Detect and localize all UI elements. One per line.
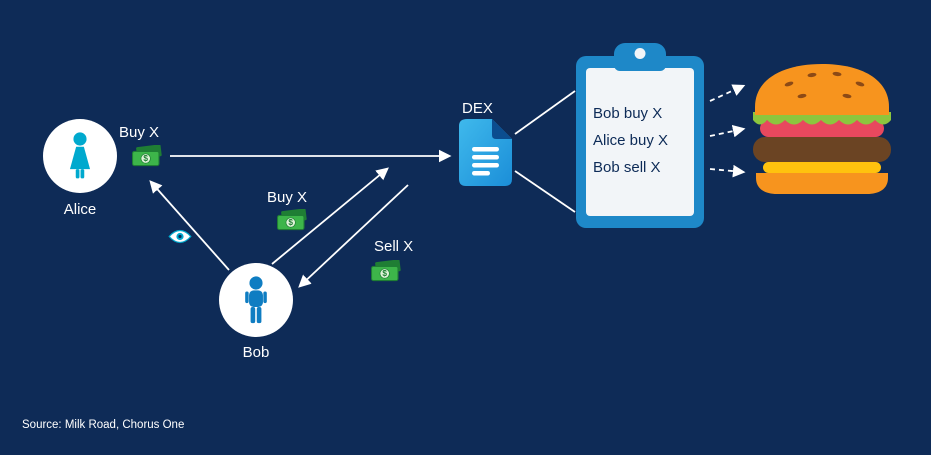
clipboard-clip <box>614 43 666 71</box>
hamburger-icon <box>753 64 891 194</box>
dollar-sign: $ <box>143 154 148 163</box>
dollar-sign: $ <box>382 269 387 278</box>
clipboard-clip-hole <box>634 48 646 59</box>
arrow-bob-watches-alice <box>149 180 230 271</box>
clipboard-entries: Bob buy X Alice buy X Bob sell X <box>593 100 668 181</box>
dashed-arrow-entry-3-to-sandwich <box>709 164 746 178</box>
dex-document-icon <box>459 119 512 186</box>
line-dex-to-clipboard-bottom <box>514 170 576 213</box>
dashed-arrow-entry-1-to-sandwich <box>709 84 746 102</box>
alice-avatar <box>43 119 117 193</box>
alice-label: Alice <box>63 201 97 218</box>
source-attribution: Source: Milk Road, Chorus One <box>22 419 185 431</box>
dollar-sign: $ <box>288 218 293 227</box>
bob-label: Bob <box>242 344 270 361</box>
clipboard-paper <box>586 68 694 216</box>
line-dex-to-clipboard-top <box>514 90 576 135</box>
bob-buy-money-icon: $ <box>277 209 307 231</box>
dashed-arrow-entry-2-to-sandwich <box>709 124 746 138</box>
alice-buy-label: Buy X <box>119 124 160 141</box>
bob-buy-label: Buy X <box>267 189 308 206</box>
eye-icon <box>168 229 192 244</box>
clipboard-entry: Bob sell X <box>593 159 661 176</box>
alice-money-icon: $ <box>132 145 162 167</box>
male-icon <box>245 276 267 324</box>
bob-avatar <box>219 263 293 337</box>
bob-sell-money-icon: $ <box>371 260 401 282</box>
female-icon <box>69 132 91 179</box>
bob-sell-label: Sell X <box>374 238 414 255</box>
clipboard-entry: Bob buy X <box>593 105 663 122</box>
clipboard-entry: Alice buy X <box>593 132 669 149</box>
dex-label: DEX <box>462 100 493 117</box>
clipboard: Bob buy X Alice buy X Bob sell X <box>576 43 704 228</box>
